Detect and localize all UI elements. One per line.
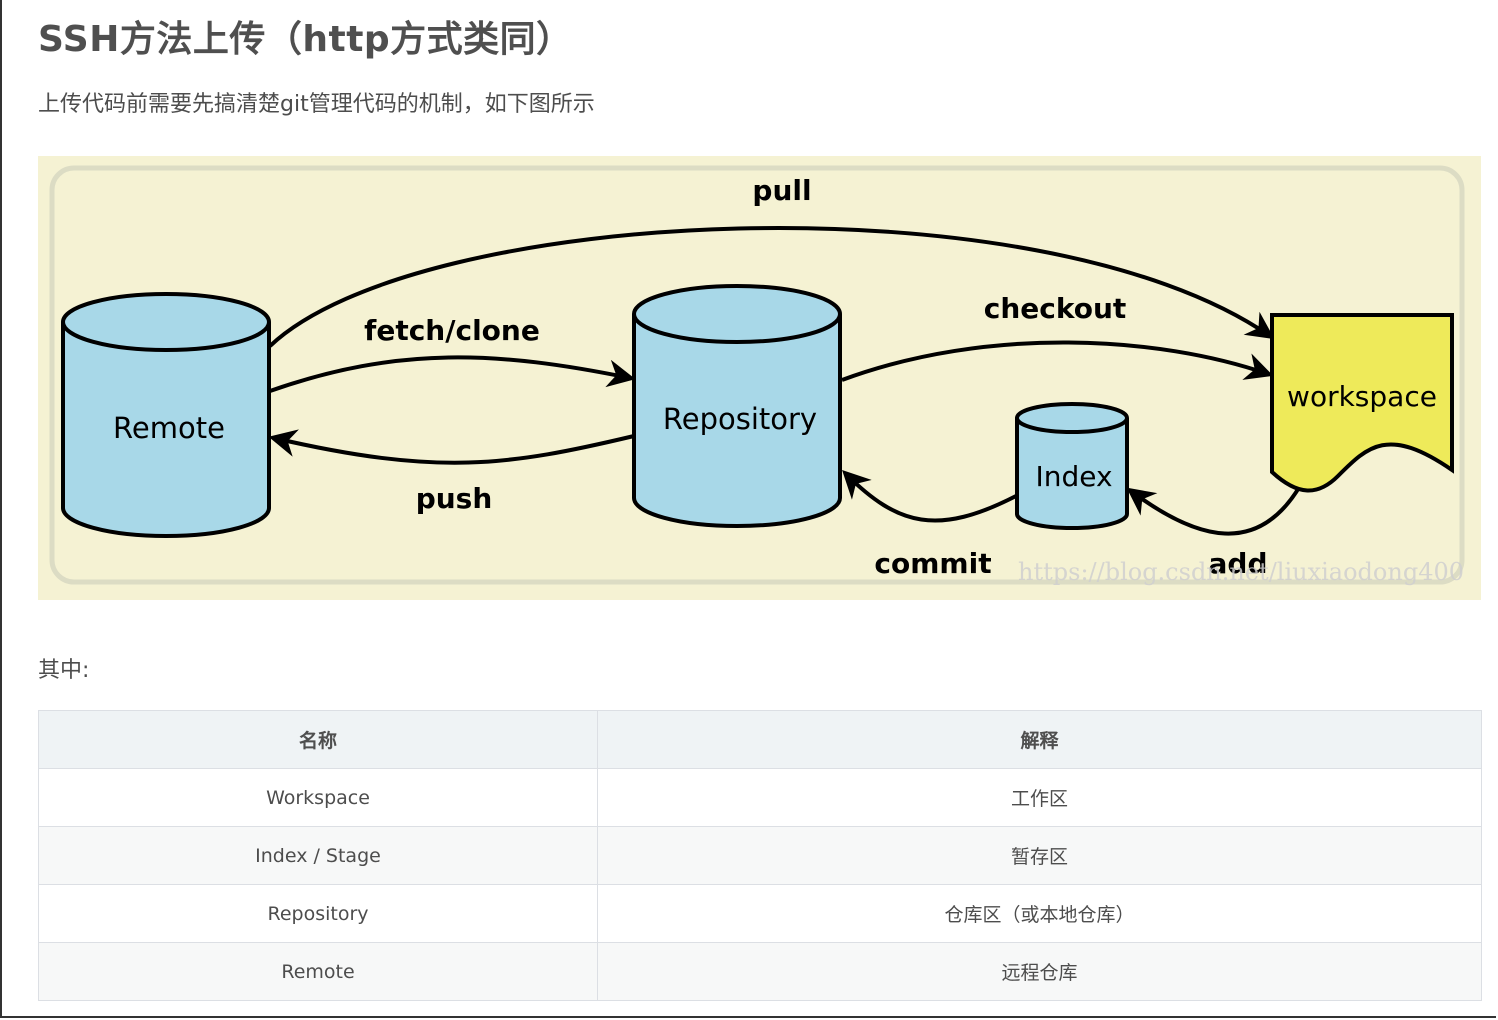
table-header-row: 名称 解释 xyxy=(38,710,1482,769)
workspace-label: workspace xyxy=(1287,380,1437,413)
table-cell-term: Repository xyxy=(38,884,598,943)
checkout-arrow xyxy=(841,340,1274,382)
table-cell-explanation: 远程仓库 xyxy=(597,942,1482,1001)
commit-label: commit xyxy=(874,547,991,580)
table-header-explanation: 解释 xyxy=(597,710,1482,769)
article-intro: 上传代码前需要先搞清楚git管理代码的机制，如下图所示 xyxy=(38,92,595,117)
pull-label: pull xyxy=(752,174,811,207)
table-cell-explanation: 暂存区 xyxy=(597,826,1482,885)
index-label: Index xyxy=(1035,460,1112,493)
git-workflow-diagram: Remote Repository Index workspace pull f… xyxy=(38,156,1481,600)
push-label: push xyxy=(416,482,493,515)
table-row: Repository 仓库区（或本地仓库） xyxy=(38,884,1482,943)
table-cell-term: Index / Stage xyxy=(38,826,598,885)
checkout-label: checkout xyxy=(984,292,1127,325)
pull-arrow xyxy=(268,226,1275,348)
add-label: add xyxy=(1209,547,1268,580)
table-cell-term: Workspace xyxy=(38,768,598,827)
remote-cylinder: Remote xyxy=(61,292,271,538)
git-workflow-svg: Remote Repository Index workspace pull f… xyxy=(49,165,1465,586)
repository-label: Repository xyxy=(663,402,817,436)
remote-label: Remote xyxy=(113,411,225,445)
table-cell-term: Remote xyxy=(38,942,598,1001)
table-cell-explanation: 工作区 xyxy=(597,768,1482,827)
watermark-text: https://blog.csdn.net/liuxiaodong400 xyxy=(1018,558,1464,586)
diagram-inner-frame xyxy=(49,165,1465,585)
among-label: 其中: xyxy=(38,658,90,683)
index-cylinder: Index xyxy=(1015,402,1129,530)
table-row: Workspace 工作区 xyxy=(38,768,1482,827)
table-row: Index / Stage 暂存区 xyxy=(38,826,1482,885)
repository-cylinder: Repository xyxy=(632,284,842,528)
add-arrow xyxy=(1126,484,1302,536)
terms-table: 名称 解释 Workspace 工作区 Index / Stage 暂存区 Re… xyxy=(38,710,1482,1001)
article-title: SSH方法上传（http方式类同） xyxy=(38,19,573,60)
fetch-clone-label: fetch/clone xyxy=(364,314,540,347)
workspace-shape: workspace xyxy=(1270,313,1454,493)
fetch-clone-arrow xyxy=(269,355,636,393)
push-arrow xyxy=(268,429,635,465)
table-row: Remote 远程仓库 xyxy=(38,942,1482,1001)
commit-arrow xyxy=(842,470,1017,523)
table-cell-explanation: 仓库区（或本地仓库） xyxy=(597,884,1482,943)
table-header-name: 名称 xyxy=(38,710,598,769)
